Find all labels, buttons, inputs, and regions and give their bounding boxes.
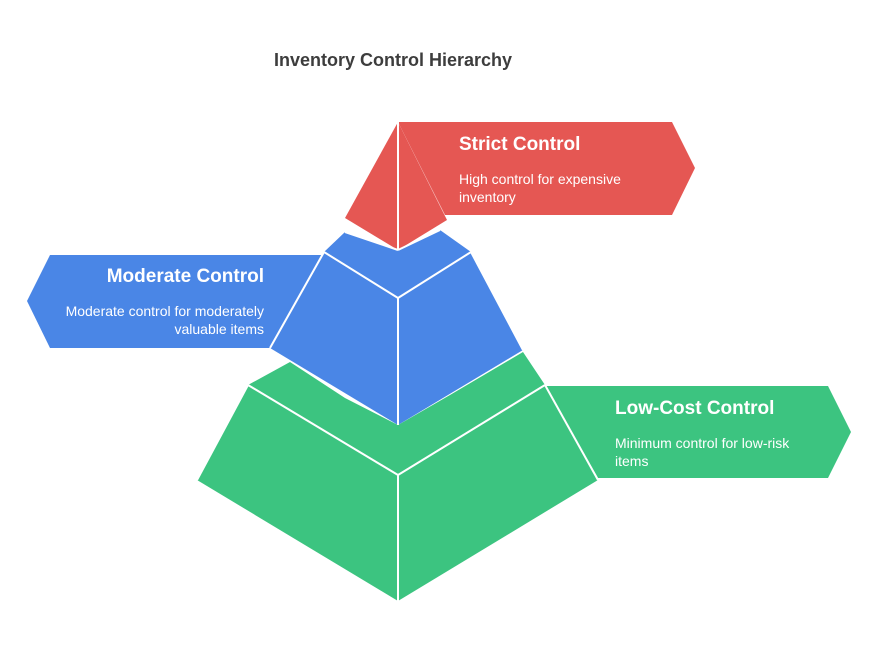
low-cost-control-tier-right-face bbox=[398, 385, 598, 601]
moderate-control-description: Moderate control for moderately valuable… bbox=[65, 303, 264, 337]
moderate-control-label: Moderate Control Moderate control for mo… bbox=[60, 266, 264, 338]
moderate-control-heading: Moderate Control bbox=[106, 266, 264, 287]
strict-control-label: Strict Control High control for expensiv… bbox=[459, 134, 659, 206]
low-cost-control-tier-top bbox=[248, 352, 545, 475]
strict-control-description: High control for expensive inventory bbox=[459, 171, 621, 205]
low-cost-control-heading: Low-Cost Control bbox=[615, 398, 775, 419]
moderate-control-tier-top bbox=[324, 230, 471, 298]
low-cost-control-tier-left-face bbox=[197, 385, 398, 601]
strict-control-heading: Strict Control bbox=[459, 134, 581, 155]
moderate-control-banner bbox=[27, 255, 323, 348]
moderate-control-tier-right-face bbox=[398, 252, 523, 425]
strict-control-banner bbox=[398, 122, 695, 215]
tier-dividers bbox=[196, 122, 599, 601]
moderate-control-tier-left-face bbox=[270, 252, 398, 425]
low-cost-control-label: Low-Cost Control Minimum control for low… bbox=[615, 398, 825, 470]
strict-control-tier-left-face bbox=[345, 122, 398, 250]
strict-control-tier-right-face bbox=[398, 122, 447, 250]
diagram-title: Inventory Control Hierarchy bbox=[274, 50, 513, 70]
low-cost-control-banner bbox=[545, 386, 851, 478]
low-cost-control-description: Minimum control for low-risk items bbox=[615, 435, 790, 469]
